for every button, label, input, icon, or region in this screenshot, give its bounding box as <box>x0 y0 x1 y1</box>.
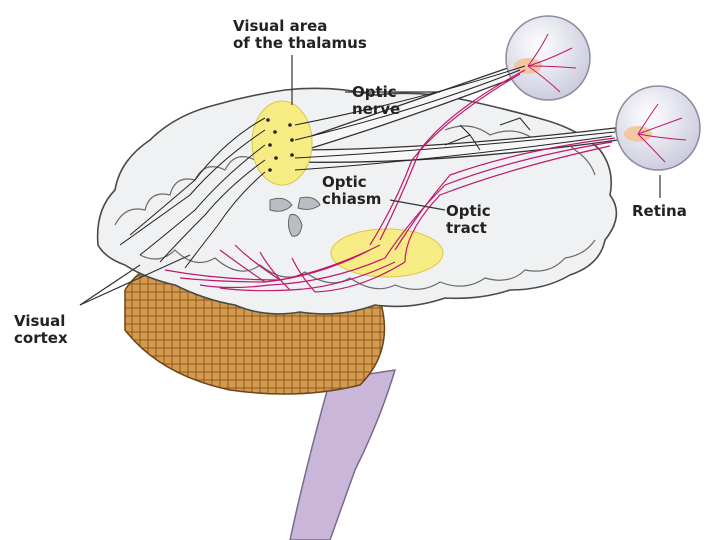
label-optic-chiasm: Optic chiasm <box>322 173 382 208</box>
visual-pathway <box>164 69 616 293</box>
ventricle-right <box>297 196 321 210</box>
eyeball-bottom <box>615 85 701 171</box>
ventricle-left <box>269 197 293 212</box>
eyeball-top <box>505 15 591 101</box>
label-optic-tract: Optic tract <box>446 202 491 237</box>
label-optic-nerve: Optic nerve <box>352 83 401 118</box>
retina-fibers-top <box>527 33 577 93</box>
nerve-fibers <box>119 65 616 269</box>
retina-fibers-bottom <box>637 103 687 163</box>
optic-tract-highlight <box>330 228 444 278</box>
thalamus-highlight <box>251 100 313 186</box>
label-visual-cortex: Visual cortex <box>14 312 68 347</box>
brainstem <box>289 369 397 540</box>
ventricle-center <box>287 214 303 237</box>
label-retina: Retina <box>632 202 687 220</box>
label-visual-area-thalamus: Visual area of the thalamus <box>233 17 367 52</box>
leader-lines <box>79 55 661 306</box>
thalamus-relay-dots <box>266 118 294 172</box>
